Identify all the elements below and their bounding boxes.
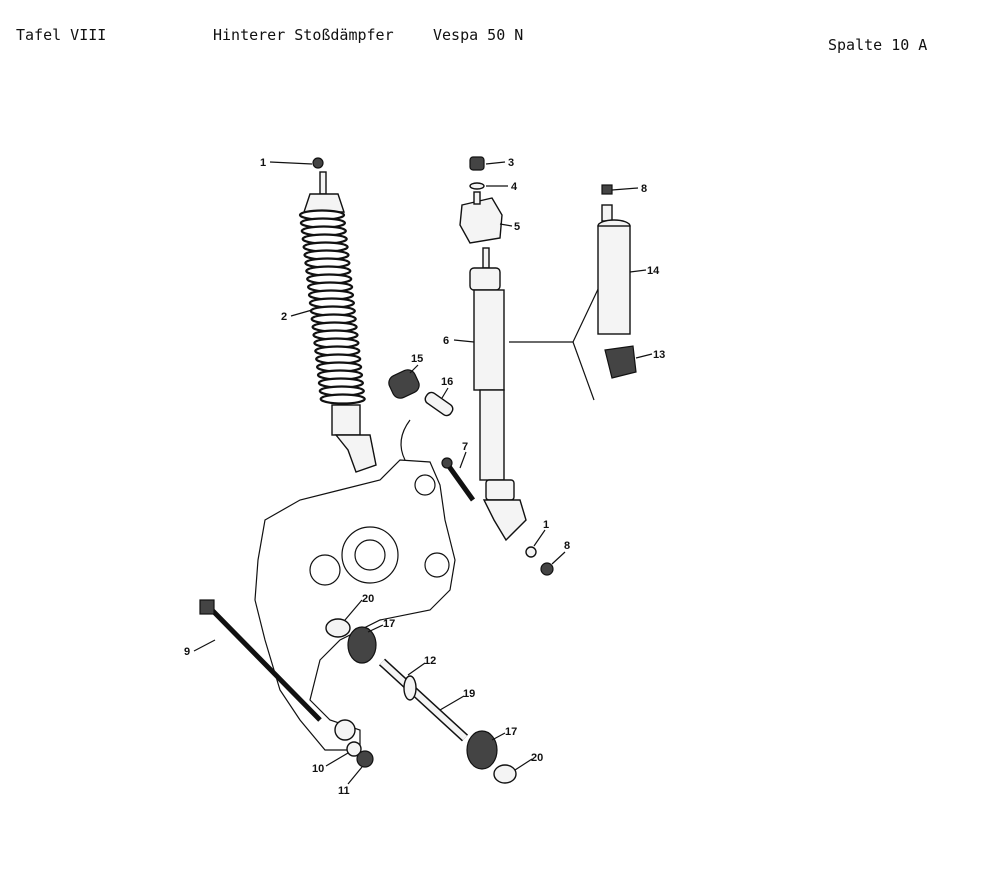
callout-20-lower: 20 — [531, 752, 543, 764]
silent-block — [347, 626, 377, 664]
callout-10: 10 — [312, 763, 324, 775]
callout-6: 6 — [443, 335, 449, 347]
column-number: Spalte 10 A — [828, 36, 928, 54]
callout-1: 1 — [260, 157, 266, 169]
bolt — [441, 457, 476, 502]
page-title: Hinterer Stoßdämpfer — [213, 26, 394, 44]
nut — [356, 750, 374, 768]
washer — [525, 546, 537, 558]
upper-mount — [459, 156, 503, 244]
callout-9: 9 — [184, 646, 190, 658]
dust-sleeve — [597, 184, 637, 379]
callout-17: 17 — [383, 618, 395, 630]
callout-16: 16 — [441, 376, 453, 388]
seal-ring — [493, 764, 517, 784]
callout-2: 2 — [281, 311, 287, 323]
shock-absorber — [469, 247, 601, 542]
spring-assembly — [298, 157, 377, 473]
callout-8: 8 — [641, 183, 647, 195]
callout-15: 15 — [411, 353, 423, 365]
washer — [346, 741, 362, 757]
callout-4: 4 — [511, 181, 518, 193]
leader-lines — [193, 161, 653, 785]
model-name: Vespa 50 N — [433, 26, 524, 44]
silent-block — [466, 730, 498, 770]
callout-14: 14 — [647, 265, 660, 277]
seal-ring — [325, 618, 351, 638]
callouts: 1 2 3 4 5 6 7 8 9 10 11 12 13 14 15 16 1… — [184, 157, 665, 797]
callout-7: 7 — [462, 441, 468, 453]
long-bolt — [199, 599, 322, 722]
callout-1-lower: 1 — [543, 519, 549, 531]
rubber-bushing — [388, 369, 454, 461]
callout-8-lower: 8 — [564, 540, 570, 552]
callout-11: 11 — [338, 785, 350, 797]
callout-3: 3 — [508, 157, 514, 169]
callout-12: 12 — [424, 655, 436, 667]
callout-5: 5 — [514, 221, 520, 233]
spring-coil — [319, 393, 366, 405]
callout-13: 13 — [653, 349, 665, 361]
callout-19: 19 — [463, 688, 475, 700]
callout-20: 20 — [362, 593, 374, 605]
plate-number: Tafel VIII — [16, 26, 107, 44]
nut — [540, 562, 554, 576]
pivot-shaft — [378, 658, 469, 742]
callout-17-lower: 17 — [505, 726, 517, 738]
engine-case — [254, 459, 456, 751]
